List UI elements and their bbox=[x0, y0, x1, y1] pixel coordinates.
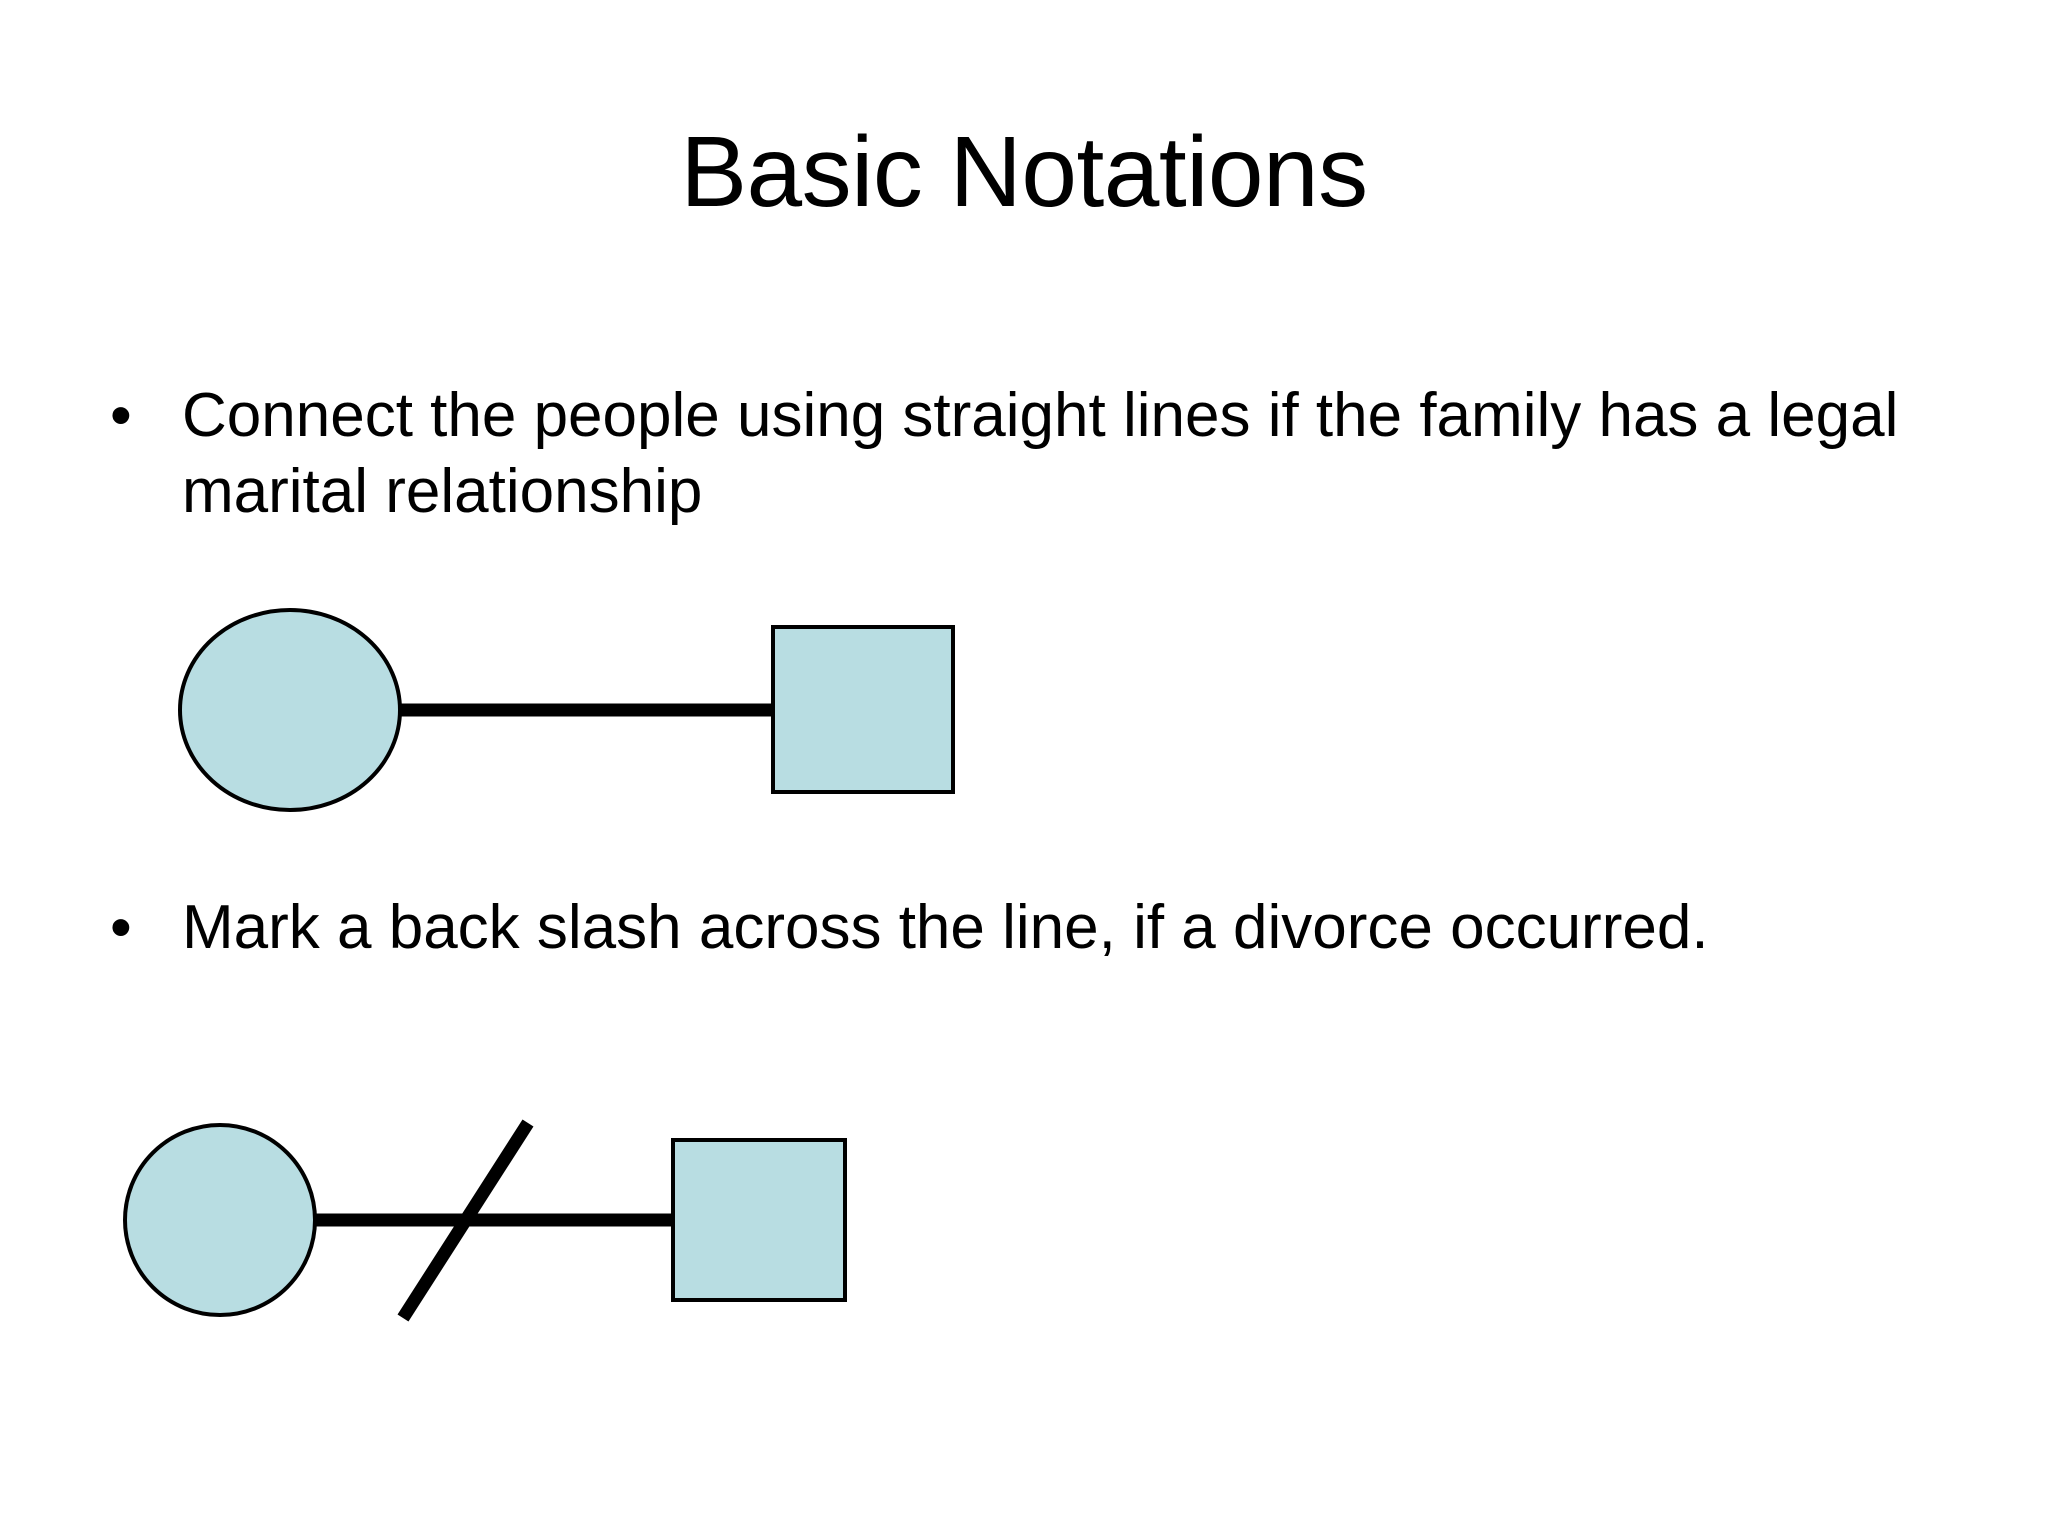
page-title: Basic Notations bbox=[680, 116, 1368, 228]
bullet-text-1: Connect the people using straight lines … bbox=[182, 381, 1899, 526]
bullet-marker-icon: • bbox=[110, 893, 132, 962]
female-circle-shape bbox=[178, 608, 402, 812]
bullet-row: • Mark a back slash across the line, if … bbox=[110, 890, 1940, 966]
bullet-text-2: Mark a back slash across the line, if a … bbox=[182, 893, 1709, 962]
male-square-shape bbox=[671, 1138, 847, 1302]
female-circle-shape bbox=[123, 1123, 317, 1317]
bullet-item-1: • Connect the people using straight line… bbox=[110, 378, 1940, 530]
bullet-marker-icon: • bbox=[110, 381, 132, 450]
bullet-row: • Connect the people using straight line… bbox=[110, 378, 1940, 530]
marriage-notation-diagram bbox=[178, 608, 1180, 820]
divorce-notation-diagram bbox=[120, 1115, 1120, 1335]
bullet-item-2: • Mark a back slash across the line, if … bbox=[110, 890, 1940, 966]
male-square-shape bbox=[771, 625, 955, 794]
divorce-slash-icon bbox=[397, 1119, 534, 1322]
